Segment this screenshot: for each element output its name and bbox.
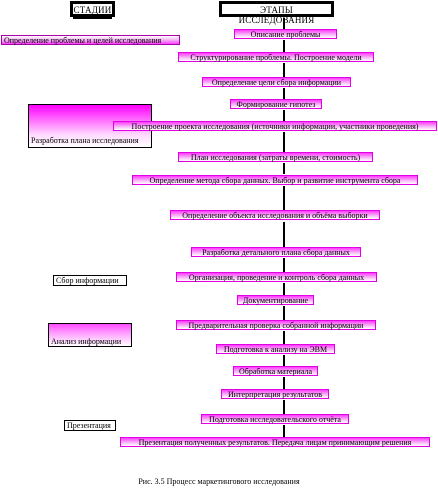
step-problem-structuring: Структурирование проблемы. Построение мо… (178, 52, 374, 62)
step-hypotheses: Формирование гипотез (230, 99, 322, 109)
connector (283, 425, 285, 437)
step-research-project: Построение проекта исследования (источни… (113, 121, 437, 131)
connector (283, 63, 285, 77)
connector (283, 377, 285, 389)
stages-header: СТАДИИ (70, 1, 115, 19)
step-preliminary-check: Предварительная проверка собранной инфор… (176, 320, 376, 330)
step-presentation-results: Презентация полученных результатов. Пере… (120, 437, 430, 447)
stage-problem-definition: Определение проблемы и целей исследовани… (1, 35, 180, 45)
step-interpretation: Интерпретация результатов (221, 389, 329, 399)
step-collection-goal: Определение цели сбора информации (202, 77, 351, 87)
stage-plan-development-label: Разработка плана исследования (31, 136, 139, 145)
step-report: Подготовка исследовательского отчёта (201, 414, 349, 424)
connector (283, 40, 285, 52)
connector (283, 283, 285, 295)
connector (283, 222, 285, 247)
connector (283, 110, 285, 121)
connector (283, 400, 285, 414)
connector (283, 306, 285, 320)
step-documentation: Документирование (237, 295, 314, 305)
connector (283, 88, 285, 99)
step-research-object: Определение объекта исследования и объём… (170, 210, 380, 220)
step-processing: Обработка материала (233, 366, 318, 376)
stage-data-collection: Сбор информации (53, 275, 127, 286)
step-collection-method: Определение метода сбора данных. Выбор и… (132, 175, 418, 185)
connector (283, 18, 285, 29)
connector (283, 355, 285, 366)
step-detailed-plan: Разработка детального плана сбора данных (191, 247, 361, 257)
stage-data-analysis: Анализ информации (48, 323, 132, 347)
steps-header: ЭТАПЫ ИССЛЕДОВАНИЯ (219, 1, 334, 25)
stage-presentation: Презентация (64, 420, 116, 431)
step-problem-description: Описание проблемы (234, 29, 337, 39)
stage-data-analysis-label: Анализ информации (51, 337, 122, 346)
connector (283, 186, 285, 210)
connector (283, 258, 285, 272)
connector (283, 163, 285, 174)
step-organization: Организация, проведение и контроль сбора… (176, 272, 377, 282)
step-research-plan: План исследования (затраты времени, стои… (178, 152, 373, 162)
figure-caption: Рис. 3.5 Процесс маркетингового исследов… (138, 477, 300, 486)
step-computer-prep: Подготовка к анализу на ЭВМ (216, 344, 335, 354)
connector (283, 331, 285, 344)
connector (283, 132, 285, 152)
